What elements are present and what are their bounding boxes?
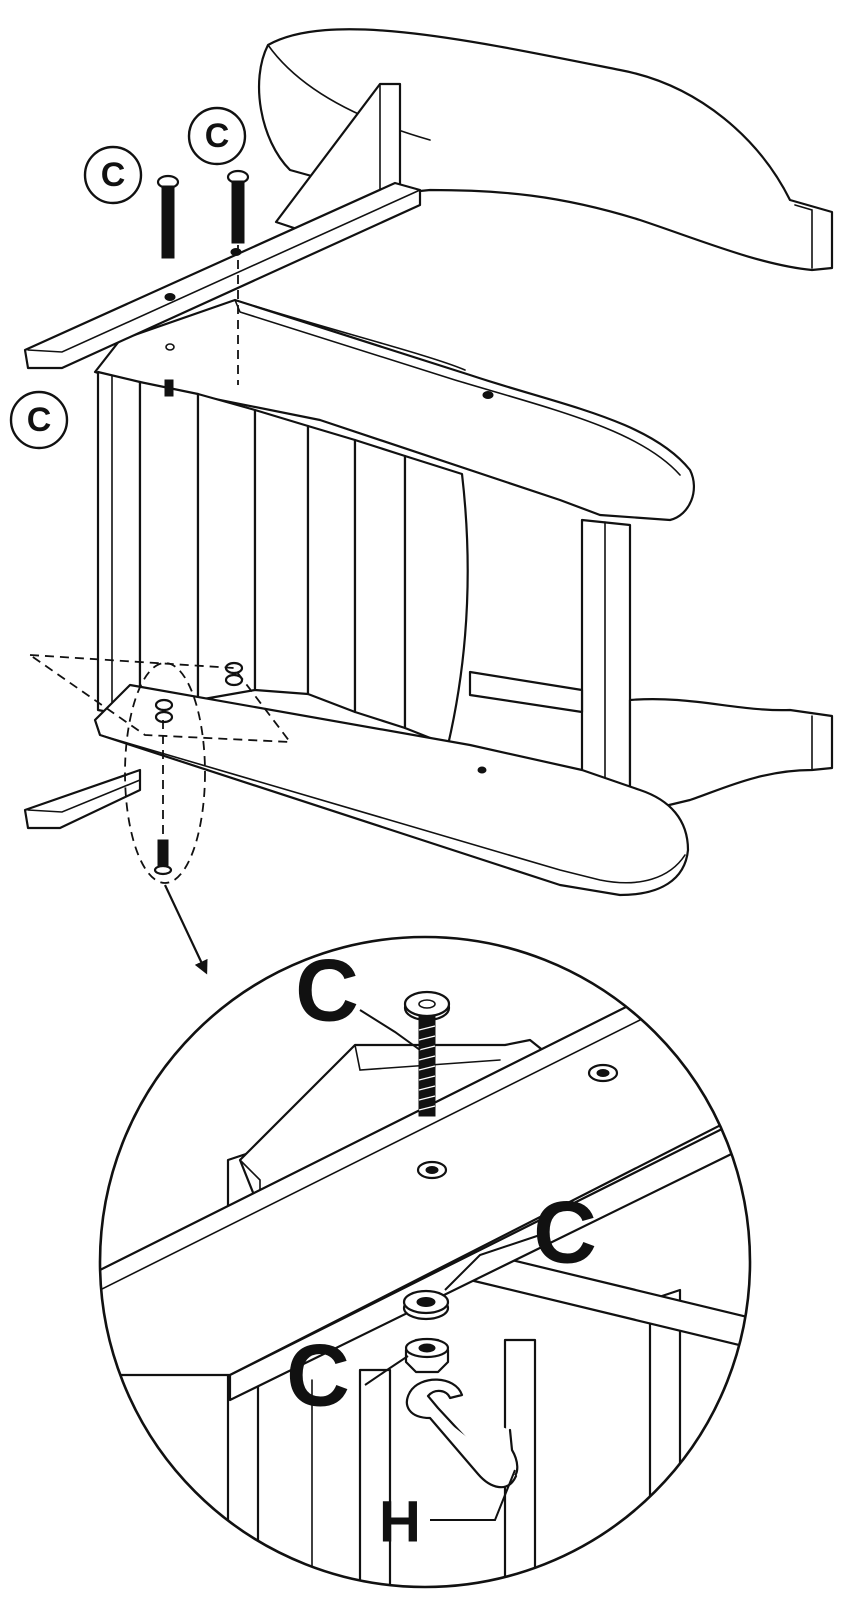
carriage-bolt-icon bbox=[226, 169, 250, 244]
seat-slats bbox=[96, 370, 469, 747]
lower-rear-board bbox=[628, 698, 834, 814]
hex-nut-icon bbox=[224, 661, 244, 687]
carriage-bolt-icon bbox=[403, 990, 451, 1117]
front-cross-board-top bbox=[23, 181, 422, 370]
label-top-bolt-right: C bbox=[205, 117, 230, 155]
label-detail-bolt: C bbox=[295, 941, 359, 1040]
label-detail-washer: C bbox=[533, 1183, 597, 1282]
bottom-side-board bbox=[93, 683, 690, 897]
washer-icon bbox=[402, 1289, 450, 1321]
detail-arrow bbox=[164, 884, 208, 975]
label-top-bolt-left: C bbox=[101, 156, 126, 194]
carriage-bolt-icon bbox=[153, 839, 173, 876]
detail-callout-ring bbox=[124, 662, 206, 884]
middle-stretcher bbox=[468, 670, 584, 714]
hex-nut-icon bbox=[404, 1337, 450, 1374]
detail-view bbox=[98, 935, 752, 1589]
side-apron-board bbox=[93, 298, 695, 522]
carriage-bolt-icon bbox=[156, 174, 180, 259]
label-badge-top-left: C bbox=[83, 145, 143, 205]
wrench-icon bbox=[405, 1378, 519, 1489]
label-detail-nut: C bbox=[286, 1326, 350, 1425]
label-badge-left: C bbox=[9, 390, 69, 450]
label-badge-top-right: C bbox=[187, 106, 247, 166]
chair-frame-drawing bbox=[23, 28, 834, 975]
label-detail-wrench: H bbox=[379, 1490, 421, 1555]
hex-nut-icon bbox=[154, 698, 174, 724]
front-cross-board-bottom bbox=[23, 768, 142, 830]
label-left-side: C bbox=[27, 401, 52, 439]
